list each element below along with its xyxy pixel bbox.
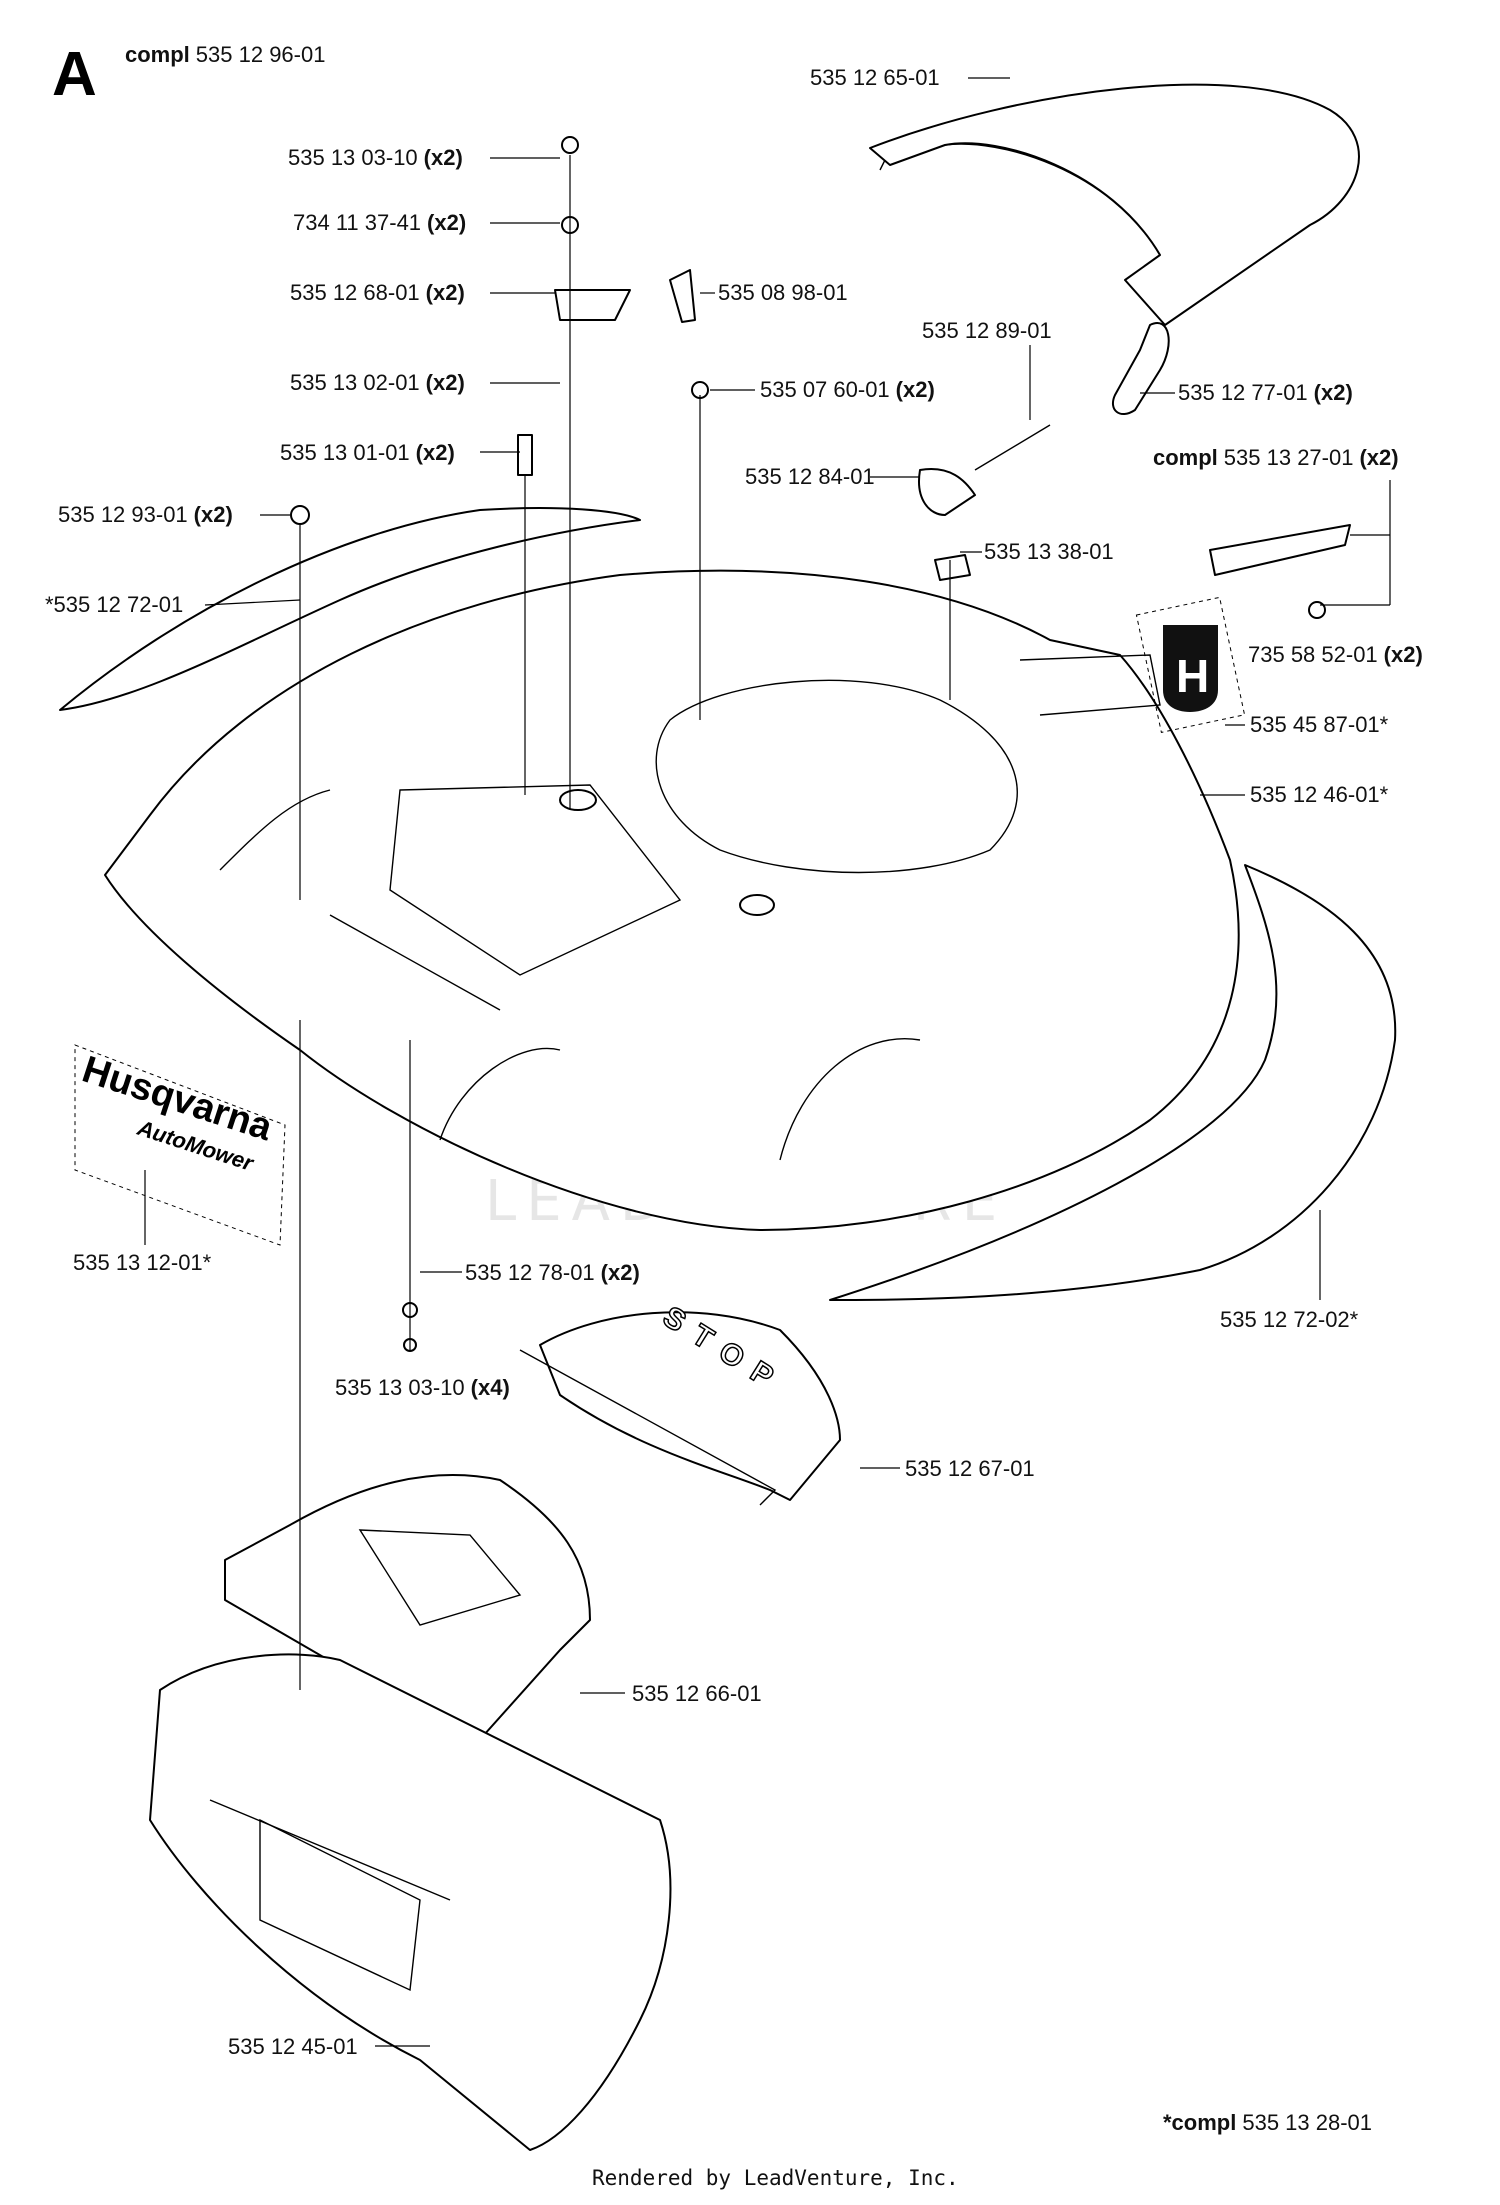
svg-text:H: H: [1176, 650, 1209, 702]
callout-label-c11[interactable]: 535 12 84-01: [745, 464, 875, 489]
callout-label-c03[interactable]: 734 11 37-41(x2): [293, 210, 466, 235]
callout-label-c01[interactable]: 535 12 65-01: [810, 65, 940, 90]
callout-label-c04[interactable]: 535 12 68-01(x2): [290, 280, 465, 305]
callout-label-c09[interactable]: 535 12 77-01(x2): [1178, 380, 1353, 405]
callout-label-c21[interactable]: 535 12 72-02*: [1220, 1307, 1359, 1332]
section-letter: A: [52, 40, 97, 109]
callout-label-c24[interactable]: 535 12 66-01: [632, 1681, 762, 1706]
rendered-by-credit: Rendered by LeadVenture, Inc.: [592, 2166, 959, 2190]
callout-label-c18[interactable]: 535 12 46-01*: [1250, 782, 1389, 807]
part-body-knob[interactable]: [559, 789, 775, 916]
part-display-panel[interactable]: [224, 1474, 591, 1746]
callout-label-c08[interactable]: 535 07 60-01(x2): [760, 377, 935, 402]
part-left-side-strip[interactable]: [59, 507, 641, 711]
callout-label-c22[interactable]: 535 13 03-10(x4): [335, 1375, 510, 1400]
callout-label-c19[interactable]: 535 13 12-01*: [73, 1250, 212, 1275]
callout-label-c14[interactable]: 535 13 38-01: [984, 539, 1114, 564]
callout-label-c25[interactable]: 535 12 45-01: [228, 2034, 358, 2059]
callout-label-c13[interactable]: 535 12 93-01(x2): [58, 502, 233, 527]
callout-label-c15[interactable]: *535 12 72-01: [45, 592, 183, 617]
callout-label-c10[interactable]: 535 13 01-01(x2): [280, 440, 455, 465]
part-stop-button-cover[interactable]: STOP: [519, 1300, 841, 1506]
part-top-cover-lid[interactable]: [869, 83, 1360, 326]
part-right-side-strip[interactable]: [829, 864, 1397, 1301]
callout-label-c06[interactable]: 535 12 89-01: [922, 318, 1052, 343]
part-front-bumper[interactable]: [149, 1653, 672, 2151]
callout-label-c07[interactable]: 535 13 02-01(x2): [290, 370, 465, 395]
callout-label-c23[interactable]: 535 12 67-01: [905, 1456, 1035, 1481]
leader-lines: [144, 77, 1391, 2047]
callout-label-c05[interactable]: 535 08 98-01: [718, 280, 848, 305]
part-lid-hinge[interactable]: [1112, 322, 1170, 415]
callout-label-c20[interactable]: 535 12 78-01(x2): [465, 1260, 640, 1285]
callout-label-c02[interactable]: 535 13 03-10(x2): [288, 145, 463, 170]
callout-label-c17[interactable]: 535 45 87-01*: [1250, 712, 1389, 737]
callout-labels: 535 12 65-01 535 13 03-10(x2) 734 11 37-…: [45, 65, 1423, 2059]
part-main-body-shell[interactable]: [104, 569, 1240, 1231]
part-logo-decal-right[interactable]: H: [1135, 596, 1246, 734]
part-small-hardware[interactable]: [290, 136, 1351, 1352]
part-husqvarna-decal-left[interactable]: Husqvarna AutoMower: [68, 1044, 286, 1246]
callout-label-c16[interactable]: 735 58 52-01(x2): [1248, 642, 1423, 667]
